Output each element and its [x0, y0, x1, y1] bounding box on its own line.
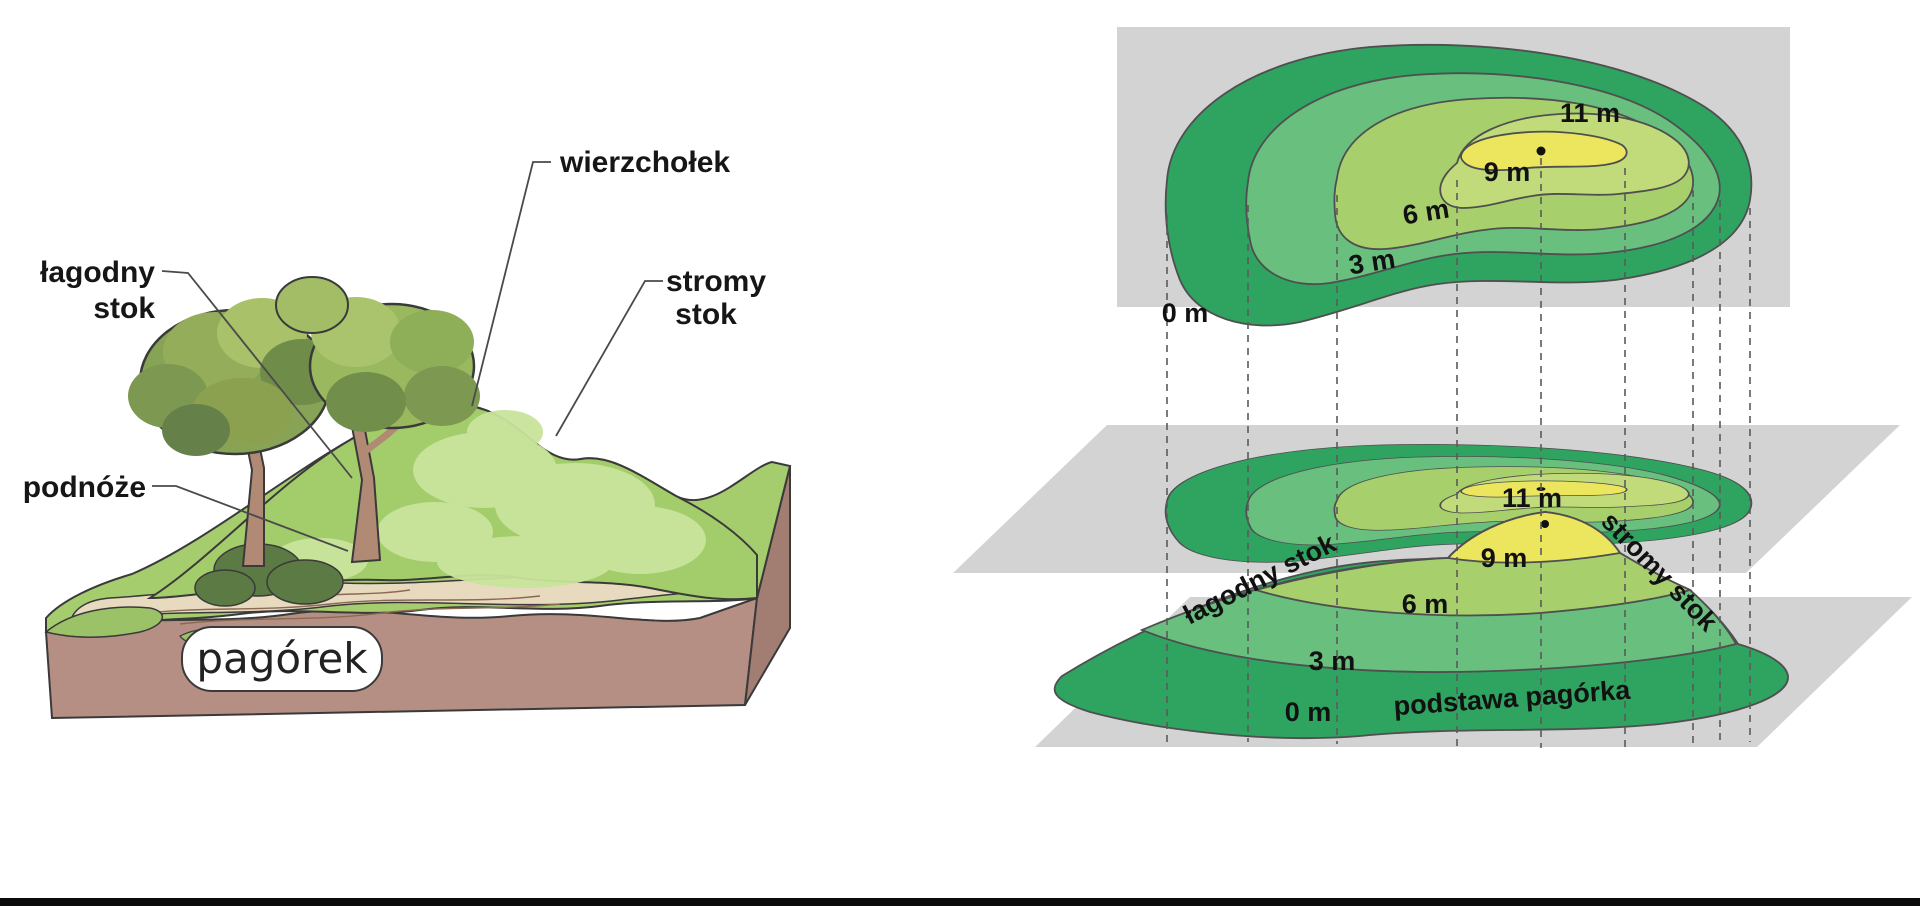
leader-summit — [471, 161, 551, 407]
map-label-6m: 6 m — [1401, 194, 1452, 231]
profile-label-3m: 3 m — [1309, 646, 1356, 676]
hill-profile — [1053, 511, 1789, 740]
leader-steep-slope — [555, 280, 663, 437]
tree-canopy-left — [128, 298, 344, 456]
name-badge-text: pagórek — [196, 634, 368, 683]
map-label-11m: 11 m — [1560, 98, 1620, 128]
label-foot: podnóże — [23, 471, 146, 504]
label-gentle-slope-line1: łagodny — [40, 256, 155, 289]
profile-label-6m: 6 m — [1402, 589, 1449, 619]
profile-label-0m: 0 m — [1285, 697, 1332, 727]
tree-canopy-right — [275, 276, 480, 432]
summit-dot — [1536, 146, 1546, 156]
contour-set — [1164, 43, 1753, 327]
leader-lines — [152, 161, 663, 552]
name-badge — [181, 626, 383, 692]
bottom-rule — [0, 898, 1920, 906]
profile-summit-cap — [1446, 511, 1622, 564]
profile-summit-dot — [1541, 520, 1549, 528]
projection-dashed-lines — [1166, 158, 1751, 748]
label-steep-slope-line2: stok — [675, 298, 737, 331]
leader-gentle-slope — [161, 270, 353, 479]
label-gentle-slope-line2: stok — [93, 292, 155, 325]
label-summit: wierzchołek — [559, 146, 730, 179]
terrain-block — [44, 276, 792, 720]
label-steep-slope-line1: stromy — [666, 265, 766, 298]
map-label-0m: 0 m — [1162, 298, 1209, 328]
grass-mound-left — [44, 606, 163, 638]
map-label-3m: 3 m — [1347, 244, 1398, 281]
bushes — [194, 543, 344, 607]
profile-label-9m: 9 m — [1481, 543, 1528, 573]
trees — [128, 276, 480, 567]
profile-label-11m: 11 m — [1502, 483, 1562, 513]
leader-foot — [152, 485, 349, 552]
map-label-9m: 9 m — [1484, 157, 1531, 187]
